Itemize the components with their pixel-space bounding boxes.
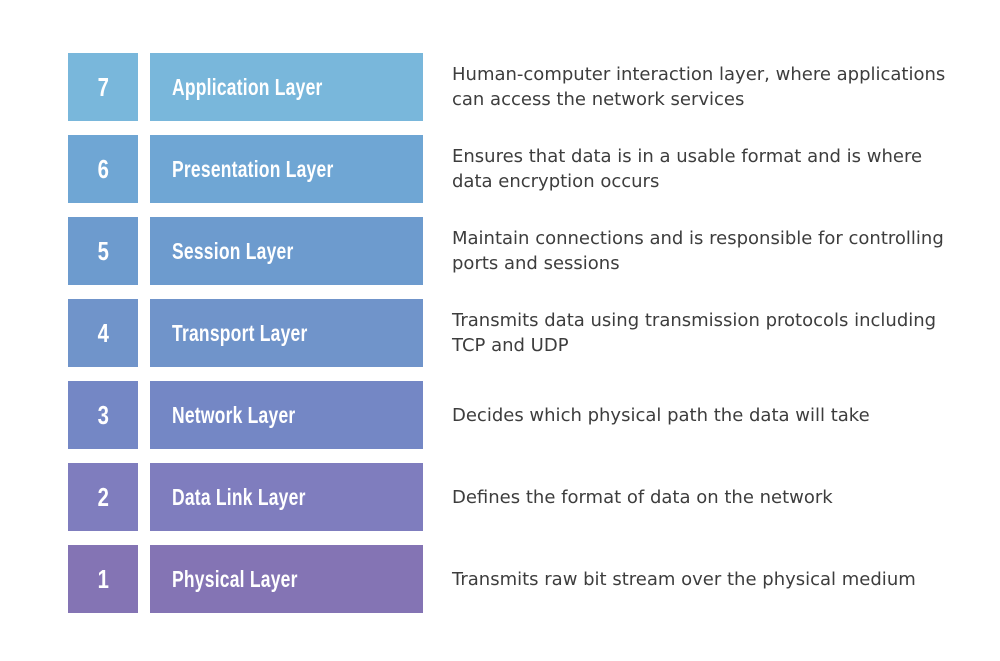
layer-number: 4 — [97, 317, 109, 348]
layer-number: 3 — [97, 399, 109, 430]
description-line: Decides which physical path the data wil… — [452, 404, 870, 426]
layer-number-box: 1 — [68, 545, 138, 613]
layer-description: Maintain connections and is responsible … — [452, 217, 957, 285]
description-line: Maintain connections and is responsible … — [452, 228, 944, 249]
layer-description: Ensures that data is in a usable format … — [452, 135, 957, 203]
layer-row-physical: 1 Physical Layer Transmits raw bit strea… — [68, 545, 957, 613]
layer-name-box: Presentation Layer — [150, 135, 423, 203]
layer-number-box: 4 — [68, 299, 138, 367]
description-line: Human-computer interaction layer, where … — [452, 64, 946, 85]
description-line: can access the network services — [452, 89, 745, 110]
layer-row-presentation: 6 Presentation Layer Ensures that data i… — [68, 135, 957, 203]
layer-number: 2 — [97, 481, 109, 512]
layer-name-box: Application Layer — [150, 53, 423, 121]
layer-name-box: Physical Layer — [150, 545, 423, 613]
layer-description: Transmits data using transmission protoc… — [452, 299, 957, 367]
layer-name-box: Session Layer — [150, 217, 423, 285]
layer-number: 5 — [97, 235, 109, 266]
layer-name-box: Network Layer — [150, 381, 423, 449]
layer-name: Network Layer — [172, 401, 296, 428]
layer-name: Data Link Layer — [172, 483, 306, 510]
description-line: data encryption occurs — [452, 171, 660, 192]
description-line: ports and sessions — [452, 253, 620, 274]
layer-name-box: Data Link Layer — [150, 463, 423, 531]
description-line: TCP and UDP — [452, 335, 569, 356]
layer-rows: 7 Application Layer Human-computer inter… — [68, 53, 957, 627]
layer-description: Decides which physical path the data wil… — [452, 381, 957, 449]
description-line: Ensures that data is in a usable format … — [452, 146, 923, 167]
layer-number-box: 2 — [68, 463, 138, 531]
layer-number: 7 — [97, 71, 109, 102]
layer-name: Application Layer — [172, 73, 323, 100]
layer-name: Presentation Layer — [172, 155, 334, 182]
layer-description: Defines the format of data on the networ… — [452, 463, 957, 531]
layer-number-box: 7 — [68, 53, 138, 121]
layer-name: Transport Layer — [172, 319, 308, 346]
layer-row-transport: 4 Transport Layer Transmits data using t… — [68, 299, 957, 367]
description-line: Transmits data using transmission protoc… — [452, 310, 937, 331]
layer-row-application: 7 Application Layer Human-computer inter… — [68, 53, 957, 121]
layer-name: Physical Layer — [172, 565, 298, 592]
description-line: Defines the format of data on the networ… — [452, 486, 833, 508]
layer-name-box: Transport Layer — [150, 299, 423, 367]
layer-description: Human-computer interaction layer, where … — [452, 53, 957, 121]
layer-number-box: 3 — [68, 381, 138, 449]
layer-name: Session Layer — [172, 237, 294, 264]
layer-row-network: 3 Network Layer Decides which physical p… — [68, 381, 957, 449]
layer-row-datalink: 2 Data Link Layer Defines the format of … — [68, 463, 957, 531]
description-line: Transmits raw bit stream over the physic… — [452, 568, 916, 590]
layer-number: 6 — [97, 153, 109, 184]
layer-number-box: 5 — [68, 217, 138, 285]
layer-number-box: 6 — [68, 135, 138, 203]
layer-description: Transmits raw bit stream over the physic… — [452, 545, 957, 613]
layer-row-session: 5 Session Layer Maintain connections and… — [68, 217, 957, 285]
layer-number: 1 — [97, 563, 109, 594]
